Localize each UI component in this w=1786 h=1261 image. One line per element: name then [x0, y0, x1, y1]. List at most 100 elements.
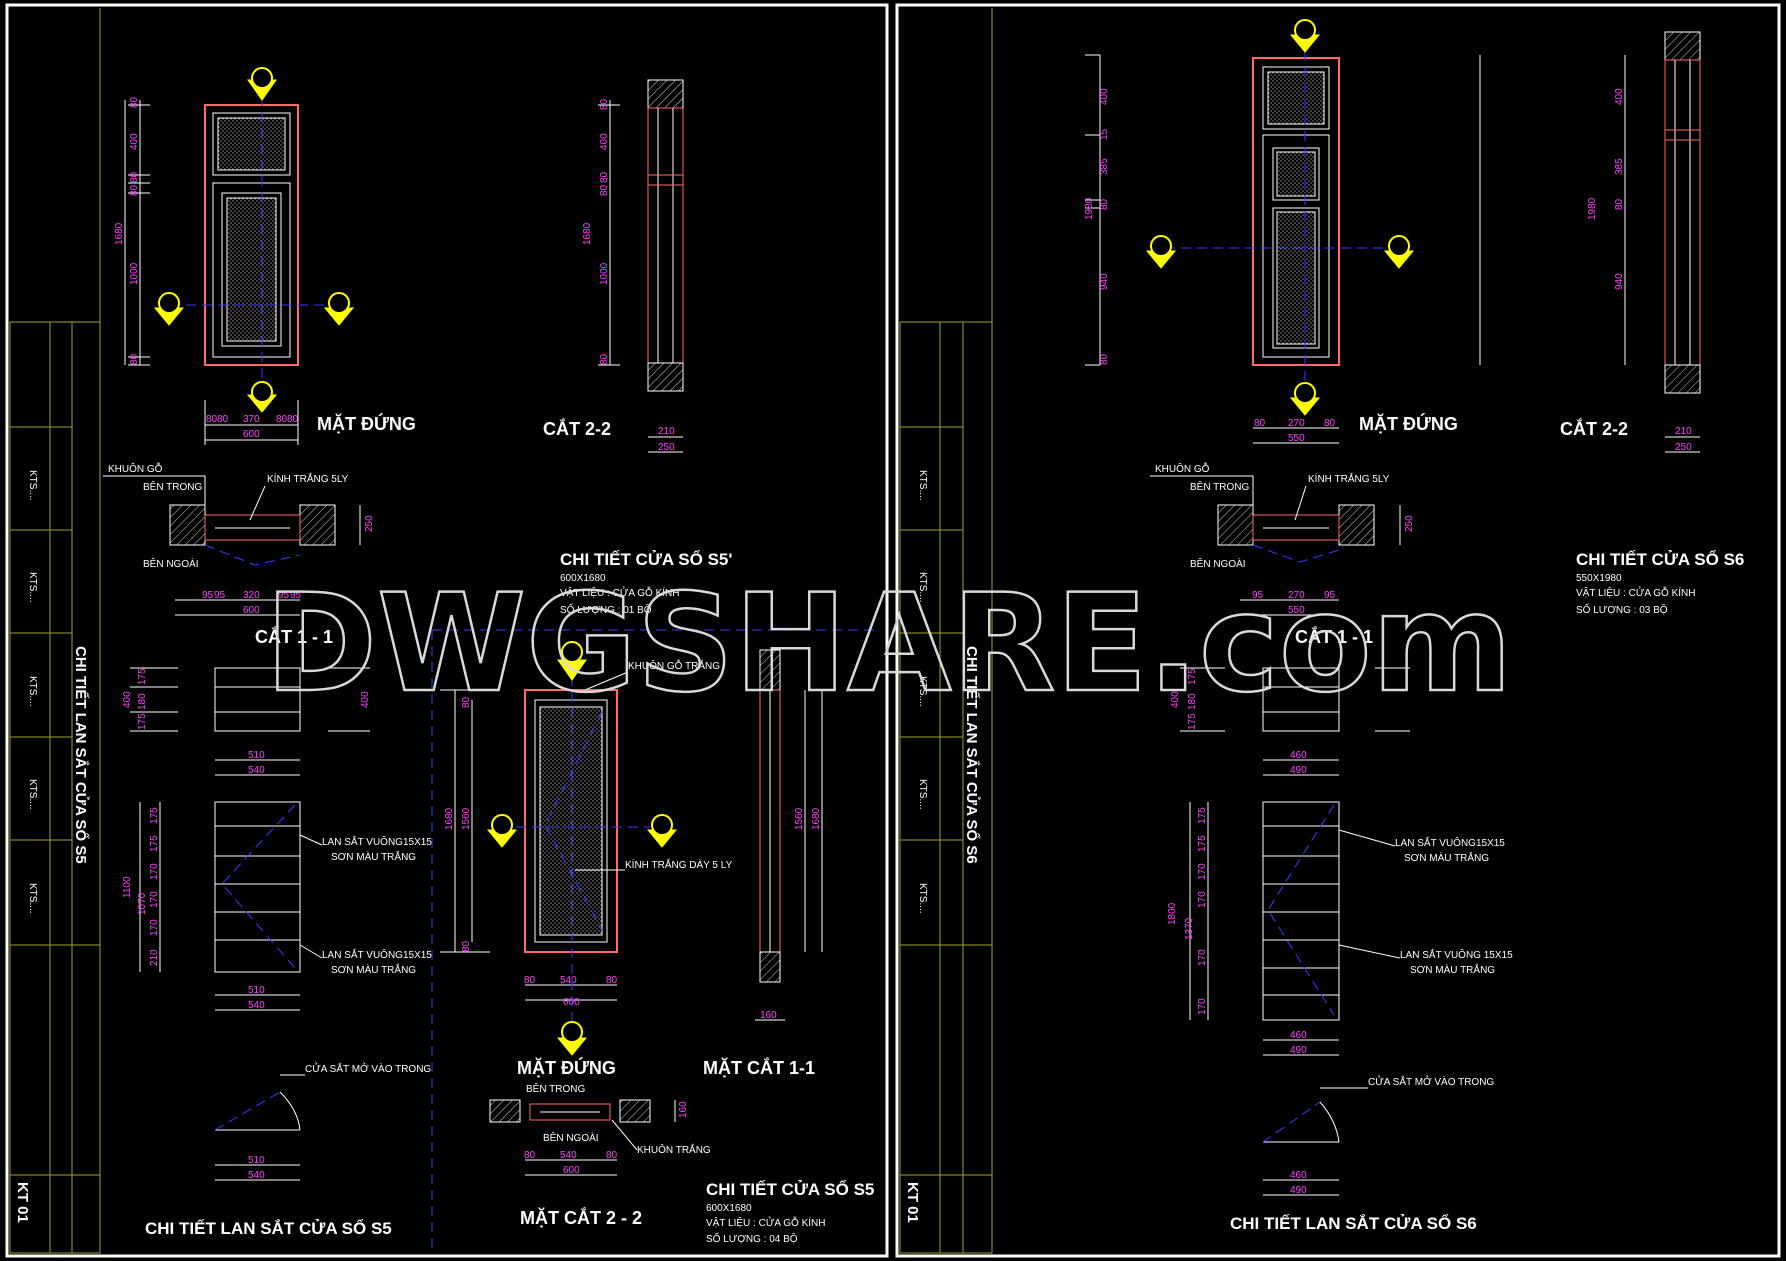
left-sec22-dim-h6: 1000	[599, 262, 610, 285]
left-railing-opening: CỬA SẮT MỞ VÀO TRONG 510 540 CHI TIẾT LA…	[145, 1062, 431, 1238]
left-note-kinh-trang-day: KÍNH TRẮNG DÀY 5 LY	[625, 858, 733, 871]
right-elev-dim-h3: 385	[1099, 158, 1110, 175]
right-note-ben-ngoai: BÊN NGOÀI	[1190, 557, 1246, 570]
right-sec22-dim-h1: 400	[1614, 88, 1625, 105]
right-rail-small-h4: 175	[1187, 713, 1198, 730]
left-rail-big-w1: 510	[248, 985, 265, 996]
watermark-text: DWGSHARE.com	[265, 565, 1512, 722]
left-sec22-dim-h4: 80	[599, 184, 610, 196]
right-tb-field-1: KTS....	[917, 470, 928, 501]
right-note-son-mau-2: SƠN MÀU TRẮNG	[1410, 963, 1495, 976]
right-tb-sheet-number: KT 01	[904, 1182, 921, 1223]
left-note-ben-trong: BÊN TRONG	[143, 480, 202, 493]
right-railing-big: 175 175 170 170 170 170 1800 1370 460 49…	[1167, 801, 1513, 1056]
left-note-ben-ngoai-2: BÊN NGOÀI	[543, 1131, 599, 1144]
section-marker-icon	[246, 381, 278, 413]
left-detail-line-2: VẬT LIỆU : CỬA GỖ KÍNH	[560, 586, 680, 599]
left-note-khuon-go: KHUÔN GỖ	[108, 462, 163, 475]
right-rail-open-w1: 460	[1290, 1170, 1307, 1181]
right-rail-big-h6: 170	[1197, 998, 1208, 1015]
left-elev-dim-h4: 80	[129, 184, 140, 196]
left-rail-small-h5: 400	[360, 691, 371, 708]
left-tb-sheet-number: KT 01	[14, 1182, 31, 1223]
right-detail-line-1: 550X1980	[1576, 573, 1622, 584]
left-elev-dim-h1: 80	[129, 96, 140, 108]
left-section-11-drawing: 95 95 320 95 95 600 250 KHUÔN GỖ BÊN TRO…	[103, 462, 375, 647]
right-sec22-dim-h4: 940	[1614, 273, 1625, 290]
left-s5-elev-h4: 80	[461, 940, 472, 952]
right-rail-big-h3: 170	[1197, 863, 1208, 880]
section-marker-icon	[323, 292, 355, 326]
right-sec11-dim-w4: 550	[1288, 605, 1305, 616]
left-s5-sec22-w3: 80	[606, 1150, 618, 1161]
left-s5-elevation: 1680 1560 80 80 80 540 80 600 KHUÔN GỖ T…	[431, 629, 880, 1250]
section-marker-icon	[1289, 382, 1321, 416]
left-sec11-dim-depth: 250	[364, 515, 375, 532]
right-elev-dim-w3: 80	[1324, 418, 1336, 429]
right-sec11-dim-w2: 270	[1288, 590, 1305, 601]
right-rail-open-w2: 490	[1290, 1185, 1307, 1196]
left-tb-field-3: KTS....	[27, 676, 38, 707]
right-sec11-dim-depth: 250	[1404, 515, 1415, 532]
section-marker-icon	[153, 292, 185, 326]
left-s5-elevation-title: MẶT ĐỨNG	[517, 1057, 616, 1078]
left-s5-sec22-depth: 160	[678, 1101, 689, 1118]
right-tb-drawing-name: CHI TIẾT LAN SẮT CỬA SỔ S6	[963, 646, 981, 864]
left-elev-dim-w3: 370	[243, 414, 260, 425]
left-elev-dim-w2: 80	[217, 414, 229, 425]
left-s5-sec11-h1: 1560	[794, 807, 805, 830]
left-note-kinh-trang: KÍNH TRẮNG 5LY	[267, 472, 349, 485]
right-railing-small: 400 175 180 175 460 490	[1170, 667, 1410, 776]
left-rail-big-h1: 175	[149, 807, 160, 824]
left-s5-elev-w3: 80	[606, 975, 618, 986]
right-sec22-dim-h2: 385	[1614, 158, 1625, 175]
right-rail-big-h4: 170	[1197, 891, 1208, 908]
left-s5-detail-line-1: 600X1680	[706, 1203, 752, 1214]
left-rail-open-w2: 540	[248, 1170, 265, 1181]
left-s5-section11-title: MẶT CẮT 1-1	[703, 1057, 815, 1078]
right-note-ben-trong: BÊN TRONG	[1190, 480, 1249, 493]
left-elev-dim-h2: 400	[129, 133, 140, 150]
left-rail-big-h5: 170	[149, 919, 160, 936]
left-tb-field-4: KTS....	[27, 779, 38, 810]
right-elev-dim-w2: 270	[1288, 418, 1305, 429]
right-tb-field-4: KTS....	[917, 779, 928, 810]
left-elev-dim-w6: 600	[243, 429, 260, 440]
left-sec22-dim-h5: 1680	[582, 222, 593, 245]
left-tb-drawing-name: CHI TIẾT LAN SẮT CỬA SỔ S5	[72, 646, 90, 864]
left-elevation-drawing: 80 80 370 80 80 600 80 400 80 80 1680 10…	[114, 67, 416, 445]
left-s5-section22-title: MẶT CẮT 2 - 2	[520, 1207, 642, 1228]
left-note-ben-ngoai: BÊN NGOÀI	[143, 557, 199, 570]
left-sec11-dim-w2: 95	[214, 590, 226, 601]
left-s5-sec11-w: 160	[760, 1010, 777, 1021]
right-sec22-dim-h3: 80	[1614, 198, 1625, 210]
left-rail-big-w2: 540	[248, 1000, 265, 1011]
left-sec11-dim-w3: 320	[243, 590, 260, 601]
right-note-cua-sat: CỬA SẮT MỞ VÀO TRONG	[1368, 1075, 1494, 1088]
right-tb-field-5: KTS....	[917, 883, 928, 914]
right-section-11-drawing: 95 270 95 550 250 KHUÔN GỖ BÊN TRONG BÊN…	[1150, 462, 1415, 647]
section-marker-icon	[486, 814, 518, 848]
left-rail-big-h4: 170	[149, 891, 160, 908]
right-detail-line-2: VẬT LIỆU : CỬA GỖ KÍNH	[1576, 586, 1696, 599]
left-note-son-mau-2: SƠN MÀU TRẮNG	[331, 963, 416, 976]
right-sec22-dim-h5: 1980	[1587, 197, 1598, 220]
right-rail-big-h1: 175	[1197, 807, 1208, 824]
right-elevation-title: MẶT ĐỨNG	[1359, 413, 1458, 434]
right-detail-heading: CHI TIẾT CỬA SỔ S6 550X1980 VẬT LIỆU : C…	[1576, 550, 1744, 616]
left-tb-field-5: KTS....	[27, 883, 38, 914]
right-rail-big-h8: 1370	[1184, 917, 1195, 940]
left-tb-field-1: KTS....	[27, 470, 38, 501]
left-railing-small: 400 175 180 175 400 510 540	[122, 667, 371, 776]
right-railing-opening: CỬA SẮT MỞ VÀO TRONG 460 490 CHI TIẾT LA…	[1230, 1075, 1494, 1233]
left-note-khuon-trang: KHUÔN TRẮNG	[637, 1143, 711, 1156]
left-note-son-mau-1: SƠN MÀU TRẮNG	[331, 850, 416, 863]
left-s5-detail-heading: CHI TIẾT CỬA SỔ S5 600X1680 VẬT LIỆU : C…	[706, 1180, 874, 1245]
right-elev-dim-h5: 940	[1099, 273, 1110, 290]
right-elev-dim-h2: 15	[1099, 128, 1110, 140]
left-rail-small-h2: 175	[137, 668, 148, 685]
section-marker-icon	[1383, 235, 1415, 269]
left-sec11-dim-w6: 600	[243, 605, 260, 616]
left-rail-big-h3: 170	[149, 863, 160, 880]
left-rail-big-h7: 1100	[122, 876, 133, 898]
